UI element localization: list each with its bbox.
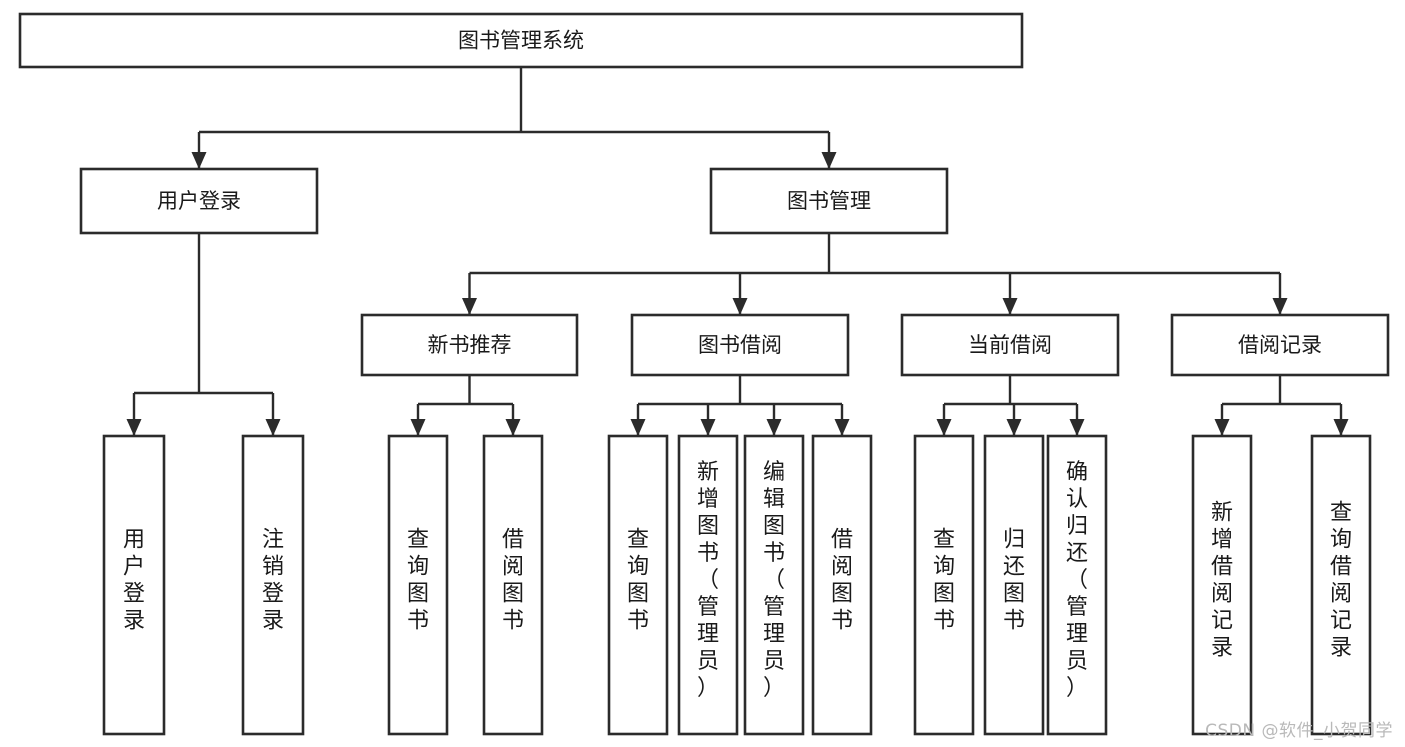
node-box-leaf-user-login [102, 434, 166, 736]
root-arrow-1 [821, 152, 837, 169]
node-user-login[interactable]: 用户登录 [79, 167, 319, 235]
connector-lines [126, 67, 1349, 436]
node-label-leaf-borrow-books-2: 借阅图书 [831, 528, 853, 634]
book-management-arrow-0 [462, 298, 477, 315]
node-leaf-query-books-1[interactable]: 查询图书 [387, 434, 449, 736]
node-box-current-borrowing [900, 313, 1120, 377]
group-0-arrow-0 [410, 419, 426, 436]
node-book-borrowing[interactable]: 图书借阅 [630, 313, 850, 377]
node-label-user-login: 用户登录 [157, 189, 241, 213]
node-box-leaf-confirm-return-admin [1046, 434, 1108, 736]
node-label-current-borrowing: 当前借阅 [968, 333, 1052, 357]
node-label-borrow-records: 借阅记录 [1238, 333, 1322, 357]
node-box-leaf-add-borrow-record [1191, 434, 1253, 736]
node-box-book-borrowing [630, 313, 850, 377]
node-book-management[interactable]: 图书管理 [709, 167, 949, 235]
node-label-leaf-user-login: 用户登录 [123, 528, 145, 634]
node-box-leaf-return-books [983, 434, 1045, 736]
node-label-book-management: 图书管理 [787, 189, 871, 213]
node-box-leaf-add-book-admin [677, 434, 739, 736]
group-3-arrow-1 [1333, 419, 1349, 436]
node-label-leaf-confirm-return-admin: 确认归还（管理员） [1066, 460, 1088, 701]
node-box-borrow-records [1170, 313, 1390, 377]
node-box-new-book-recommend [360, 313, 579, 377]
group-1-arrow-1 [700, 419, 716, 436]
user-login-arrow-1 [265, 419, 281, 436]
user-login-arrow-0 [126, 419, 142, 436]
node-leaf-query-borrow-record[interactable]: 查询借阅记录 [1310, 434, 1372, 736]
node-label-leaf-add-borrow-record: 新增借阅记录 [1211, 501, 1233, 661]
node-root[interactable]: 图书管理系统 [18, 12, 1024, 69]
node-leaf-query-books-2[interactable]: 查询图书 [607, 434, 669, 736]
book-management-arrow-1 [732, 298, 748, 315]
node-leaf-return-books[interactable]: 归还图书 [983, 434, 1045, 736]
node-leaf-query-books-3[interactable]: 查询图书 [913, 434, 975, 736]
node-box-book-management [709, 167, 949, 235]
watermark-label: CSDN @软件_小贺同学 [1205, 721, 1393, 741]
node-new-book-recommend[interactable]: 新书推荐 [360, 313, 579, 377]
node-label-leaf-query-books-3: 查询图书 [933, 528, 955, 634]
group-0-arrow-1 [505, 419, 521, 436]
node-box-leaf-query-borrow-record [1310, 434, 1372, 736]
node-borrow-records[interactable]: 借阅记录 [1170, 313, 1390, 377]
node-label-leaf-borrow-books-1: 借阅图书 [502, 528, 524, 634]
node-box-leaf-borrow-books-1 [482, 434, 544, 736]
node-label-leaf-return-books: 归还图书 [1003, 528, 1025, 634]
node-leaf-confirm-return-admin[interactable]: 确认归还（管理员） [1046, 434, 1108, 736]
node-label-root: 图书管理系统 [458, 29, 584, 53]
group-1-arrow-2 [766, 419, 782, 436]
node-leaf-logout-login[interactable]: 注销登录 [241, 434, 305, 736]
node-label-leaf-query-books-1: 查询图书 [407, 528, 429, 634]
node-leaf-borrow-books-1[interactable]: 借阅图书 [482, 434, 544, 736]
node-label-leaf-edit-book-admin: 编辑图书（管理员） [763, 460, 785, 701]
group-1-arrow-0 [630, 419, 646, 436]
node-box-leaf-query-books-2 [607, 434, 669, 736]
node-box-root [18, 12, 1024, 69]
node-box-leaf-borrow-books-2 [811, 434, 873, 736]
node-box-leaf-logout-login [241, 434, 305, 736]
node-current-borrowing[interactable]: 当前借阅 [900, 313, 1120, 377]
node-box-leaf-query-books-1 [387, 434, 449, 736]
node-leaf-edit-book-admin[interactable]: 编辑图书（管理员） [743, 434, 805, 736]
node-box-user-login [79, 167, 319, 235]
node-label-leaf-logout-login: 注销登录 [262, 528, 284, 634]
group-2-arrow-2 [1069, 419, 1085, 436]
node-leaf-add-book-admin[interactable]: 新增图书（管理员） [677, 434, 739, 736]
book-management-arrow-2 [1002, 298, 1018, 315]
node-label-leaf-query-borrow-record: 查询借阅记录 [1330, 501, 1352, 661]
node-leaf-user-login[interactable]: 用户登录 [102, 434, 166, 736]
group-3-arrow-0 [1214, 419, 1230, 436]
root-arrow-0 [191, 152, 207, 169]
node-label-new-book-recommend: 新书推荐 [428, 333, 512, 357]
group-1-arrow-3 [834, 419, 850, 436]
node-label-leaf-query-books-2: 查询图书 [627, 528, 649, 634]
node-box-leaf-edit-book-admin [743, 434, 805, 736]
node-label-book-borrowing: 图书借阅 [698, 333, 782, 357]
group-2-arrow-1 [1006, 419, 1022, 436]
node-leaf-borrow-books-2[interactable]: 借阅图书 [811, 434, 873, 736]
node-box-leaf-query-books-3 [913, 434, 975, 736]
node-boxes: 图书管理系统用户登录用户登录注销登录图书管理新书推荐查询图书借阅图书图书借阅查询… [18, 12, 1390, 736]
node-label-leaf-add-book-admin: 新增图书（管理员） [697, 460, 719, 701]
node-leaf-add-borrow-record[interactable]: 新增借阅记录 [1191, 434, 1253, 736]
group-2-arrow-0 [936, 419, 952, 436]
book-management-arrow-3 [1272, 298, 1288, 315]
